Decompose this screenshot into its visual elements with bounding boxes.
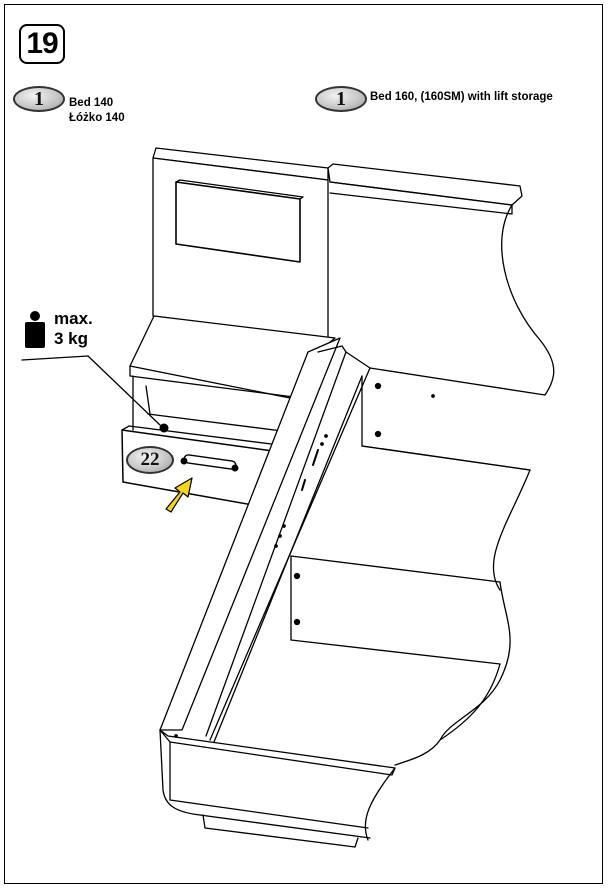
bed-140-label-pl: Łóżko 140: [69, 112, 125, 124]
page-frame: [4, 4, 603, 884]
part-badge-bed-160: 1: [315, 86, 367, 112]
bed-140-side-rail: [159, 337, 371, 743]
bed-140-label-en: Bed 140: [69, 97, 114, 109]
weight-icon: [25, 311, 45, 348]
bed-160-storage-panels: [290, 367, 546, 766]
step-number: 19: [19, 24, 65, 64]
arrow-icon: [165, 477, 193, 513]
weight-limit-value: 3 kg: [54, 329, 89, 348]
bed-140-label: Bed 140 Łóżko 140: [69, 96, 125, 126]
weight-limit-label: max. 3 kg: [54, 309, 93, 349]
weight-leader-line: [21, 355, 161, 426]
headboard-160: [327, 163, 555, 396]
nightstand-back-panel: [152, 147, 329, 339]
weight-marker: [159, 423, 169, 433]
part-badge-bed-140: 1: [13, 86, 65, 112]
bed-foot-end: [159, 729, 396, 848]
bed-160-label: Bed 160, (160SM) with lift storage: [370, 91, 553, 103]
weight-limit-max: max.: [54, 309, 93, 328]
part-badge-drawer: 22: [126, 446, 174, 474]
